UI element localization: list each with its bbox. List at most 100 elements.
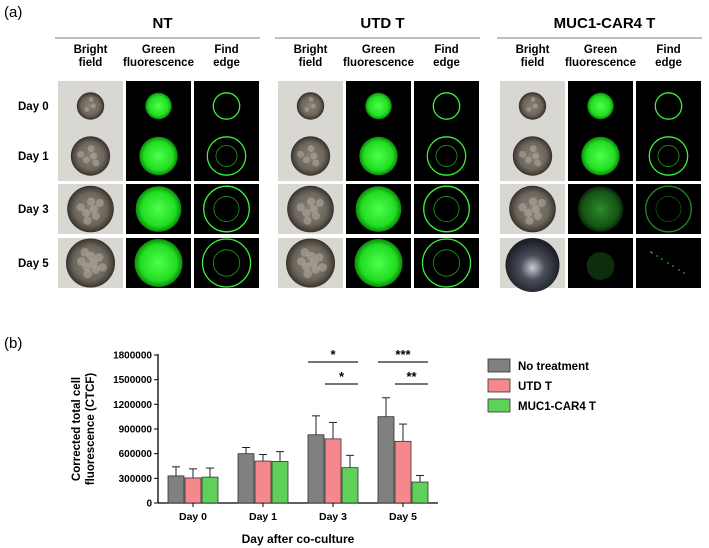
organoid-lobe <box>297 150 305 158</box>
organoid-lobe <box>307 145 315 153</box>
y-tick-label: 300000 <box>119 474 153 485</box>
edge-contour-inner <box>212 249 241 277</box>
organoid-lobe <box>531 204 540 214</box>
micrograph-green-fluorescence <box>346 238 411 288</box>
edge-contour <box>203 185 250 233</box>
organoid-lobe <box>296 203 305 212</box>
column-header: fluorescence <box>123 57 194 69</box>
micrograph-green-fluorescence <box>346 81 411 131</box>
organoid <box>505 238 560 292</box>
organoid-lobe <box>532 152 540 160</box>
column-header: edge <box>433 57 460 69</box>
organoid-lobe <box>90 152 98 160</box>
organoid-lobe <box>303 269 312 279</box>
micrograph-find-edge <box>636 81 701 131</box>
organoid-lobe <box>76 203 85 212</box>
column-header: field <box>299 57 323 69</box>
x-tick-label: Day 5 <box>389 511 417 523</box>
micrograph-find-edge <box>194 81 259 131</box>
bar <box>237 453 255 504</box>
y-axis-title-line: Corrected total cell <box>71 377 83 481</box>
organoid-lobe <box>530 97 536 102</box>
micrograph-bright-field <box>278 81 343 131</box>
organoid-lobe <box>82 156 90 164</box>
organoid-lobe <box>296 257 306 266</box>
micrograph-find-edge <box>414 184 479 234</box>
organoid-lobe <box>306 251 316 261</box>
organoid-lobe <box>91 211 101 221</box>
edge-contour <box>648 136 689 176</box>
tile-background <box>194 131 259 181</box>
bar <box>184 477 202 504</box>
tile-background <box>194 238 259 288</box>
column-header: Bright <box>74 44 108 56</box>
organoid-lobe <box>84 107 90 112</box>
edge-contour <box>212 92 241 120</box>
organoid-lobe <box>310 152 318 160</box>
micrograph-find-edge <box>194 184 259 234</box>
edge-contour <box>206 136 247 176</box>
micrograph-bright-field <box>500 184 565 234</box>
significance-label: * <box>330 347 336 362</box>
organoid-lobe <box>80 248 90 257</box>
tile-background <box>636 81 701 131</box>
fluorescence-signal <box>577 186 624 232</box>
organoid-lobe <box>94 253 104 262</box>
row-label: Day 0 <box>18 101 49 113</box>
column-header: Bright <box>294 44 328 56</box>
organoid-lobe <box>526 107 532 112</box>
micrograph-green-fluorescence <box>568 81 633 131</box>
legend-swatch <box>487 358 511 373</box>
legend-swatch <box>487 398 511 413</box>
micrograph-green-fluorescence <box>568 131 633 181</box>
fluorescence-signal <box>354 239 403 287</box>
micrograph-green-fluorescence <box>126 184 191 234</box>
panel-b-label: (b) <box>4 335 22 352</box>
micrograph-green-fluorescence <box>346 131 411 181</box>
micrograph-find-edge <box>636 131 701 181</box>
edge-contour <box>201 238 252 288</box>
bar <box>254 460 272 504</box>
edge-speck <box>656 255 658 257</box>
bar-chart: 0300000600000900000120000015000001800000… <box>71 347 596 546</box>
micrograph-find-edge <box>194 131 259 181</box>
bar <box>324 438 342 504</box>
edge-contour-inner <box>657 145 680 167</box>
organoid-lobe <box>87 197 96 206</box>
micrograph-bright-field <box>58 131 123 181</box>
edge-speck <box>667 262 669 264</box>
micrograph-bright-field <box>58 238 123 288</box>
organoid-lobe <box>89 204 98 214</box>
organoid-lobe <box>533 103 538 109</box>
group-title: UTD T <box>360 15 404 32</box>
organoid-lobe <box>525 216 534 225</box>
organoid-lobe <box>311 265 320 274</box>
micrograph-green-fluorescence <box>568 238 633 288</box>
edge-contour <box>423 185 470 233</box>
edge-contour-inner <box>215 145 238 167</box>
organoid-lobe <box>83 216 92 225</box>
bar <box>167 475 185 504</box>
panel-a-label: (a) <box>4 4 22 21</box>
organoid-lobe <box>311 103 316 109</box>
organoid-lobe <box>86 251 96 261</box>
organoid-lobe <box>537 198 546 208</box>
organoid-lobe <box>95 198 104 208</box>
micrograph-bright-field <box>58 184 123 234</box>
bar <box>411 481 429 504</box>
tile-background <box>636 184 701 234</box>
y-tick-label: 1200000 <box>113 400 152 411</box>
organoid-lobe <box>307 197 316 206</box>
tile-background <box>414 81 479 131</box>
column-header: field <box>521 57 545 69</box>
micrograph-find-edge <box>636 238 701 288</box>
edge-contour <box>421 238 472 288</box>
edge-speck <box>672 265 674 267</box>
micrograph-find-edge <box>194 238 259 288</box>
organoid-lobe <box>309 258 318 268</box>
organoid-lobe <box>304 107 310 112</box>
micrograph-find-edge <box>414 81 479 131</box>
edge-speck <box>661 258 663 260</box>
